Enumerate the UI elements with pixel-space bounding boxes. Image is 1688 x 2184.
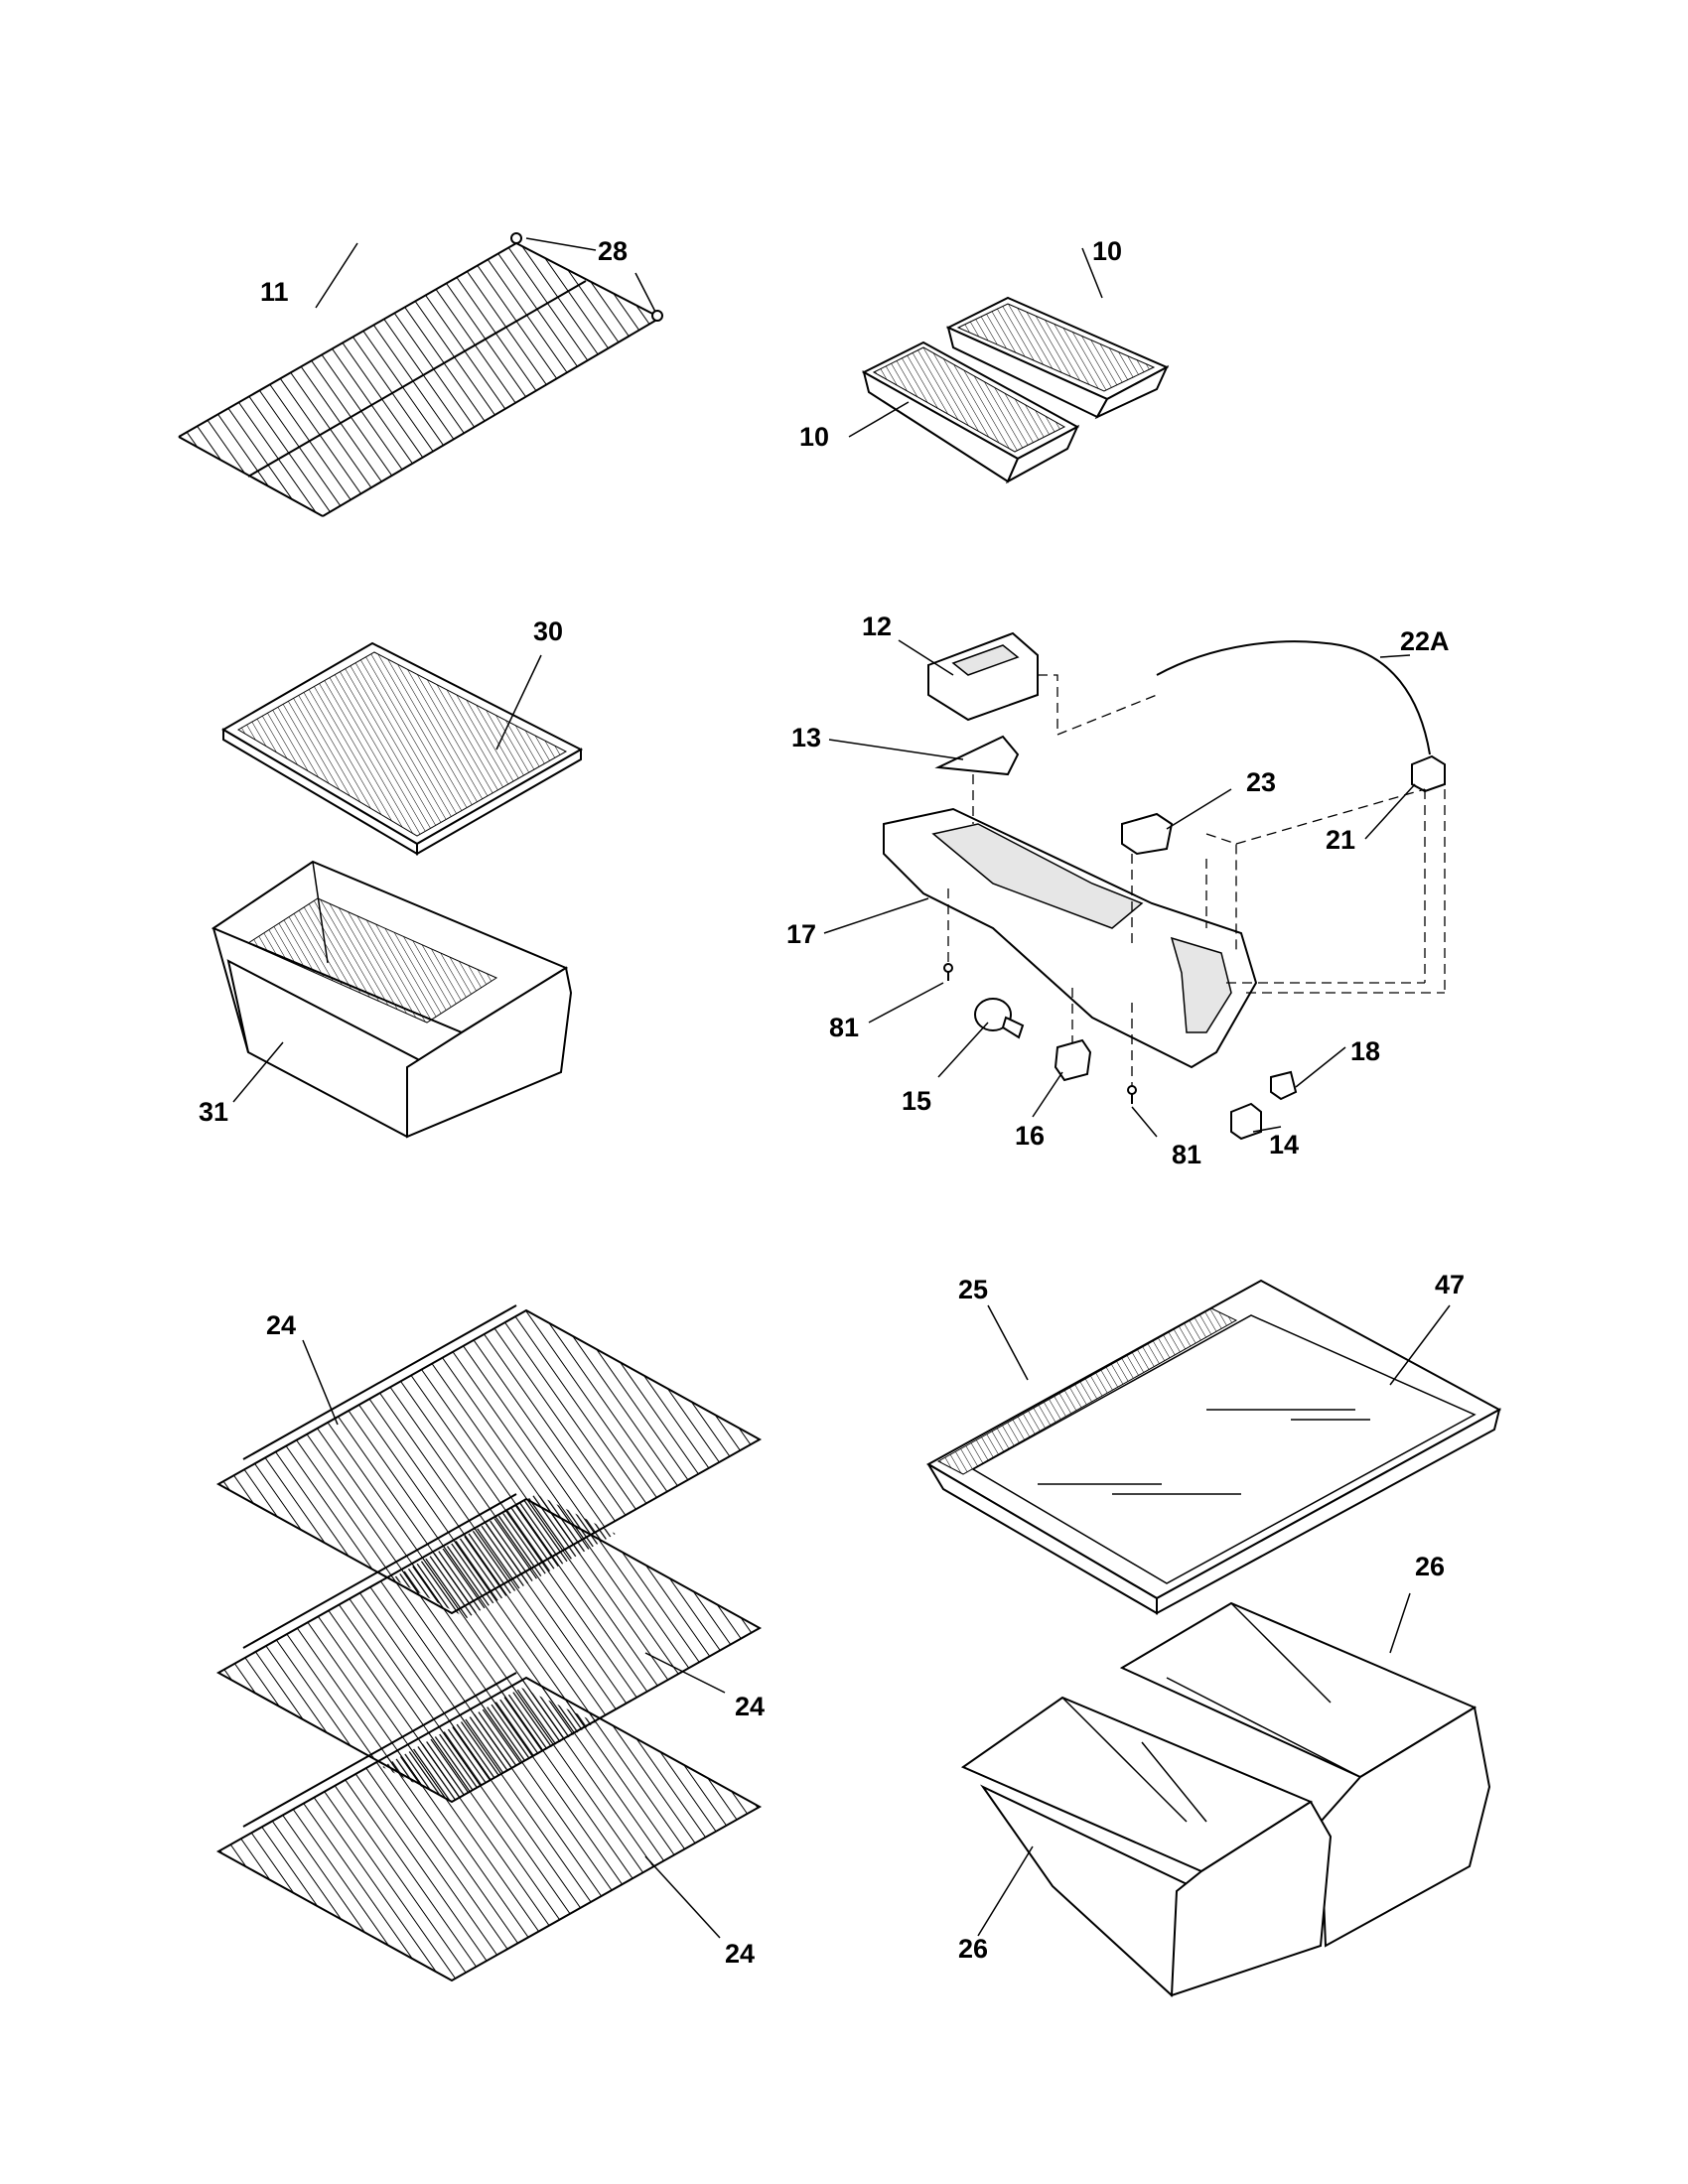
freezer-wire-shelf xyxy=(178,232,663,517)
callout-24-middle: 24 xyxy=(735,1692,765,1721)
crisper-pan xyxy=(211,860,573,1139)
callout-15: 15 xyxy=(902,1086,931,1116)
light-housing-assembly xyxy=(883,631,1446,1141)
callout-26-left: 26 xyxy=(958,1934,988,1964)
ice-tray-back xyxy=(945,296,1170,420)
callout-81-left: 81 xyxy=(829,1013,859,1042)
callout-24-top: 24 xyxy=(266,1310,296,1340)
callout-28: 28 xyxy=(598,236,628,266)
callout-21: 21 xyxy=(1326,825,1355,855)
crisper-drawer-back xyxy=(1119,1601,1491,1948)
callout-13: 13 xyxy=(791,723,821,752)
leader-lines xyxy=(232,237,1451,1939)
callout-10-top: 10 xyxy=(1092,236,1122,266)
callout-26-right: 26 xyxy=(1415,1552,1445,1581)
callout-18: 18 xyxy=(1350,1036,1380,1066)
callout-30: 30 xyxy=(533,616,563,646)
callout-14: 14 xyxy=(1269,1130,1299,1160)
crisper-drawer-front xyxy=(960,1696,1333,1997)
callout-11: 11 xyxy=(260,277,289,307)
callout-10-bottom: 10 xyxy=(799,422,829,452)
callout-labels: 11 28 10 10 30 31 12 13 22A 23 21 17 81 … xyxy=(199,236,1465,1969)
wire-shelf-bottom xyxy=(215,1672,763,1982)
glass-crisper-cover xyxy=(925,1279,1502,1615)
crisper-cover xyxy=(221,641,584,856)
callout-16: 16 xyxy=(1015,1121,1045,1151)
ice-tray-front xyxy=(861,341,1080,484)
callout-81-right: 81 xyxy=(1172,1140,1201,1169)
callout-22a: 22A xyxy=(1400,626,1450,656)
callout-17: 17 xyxy=(786,919,816,949)
callout-24-bottom: 24 xyxy=(725,1939,755,1969)
callout-25: 25 xyxy=(958,1275,988,1304)
callout-12: 12 xyxy=(862,612,892,641)
callout-31: 31 xyxy=(199,1097,228,1127)
callout-47: 47 xyxy=(1435,1270,1465,1299)
callout-23: 23 xyxy=(1246,767,1276,797)
